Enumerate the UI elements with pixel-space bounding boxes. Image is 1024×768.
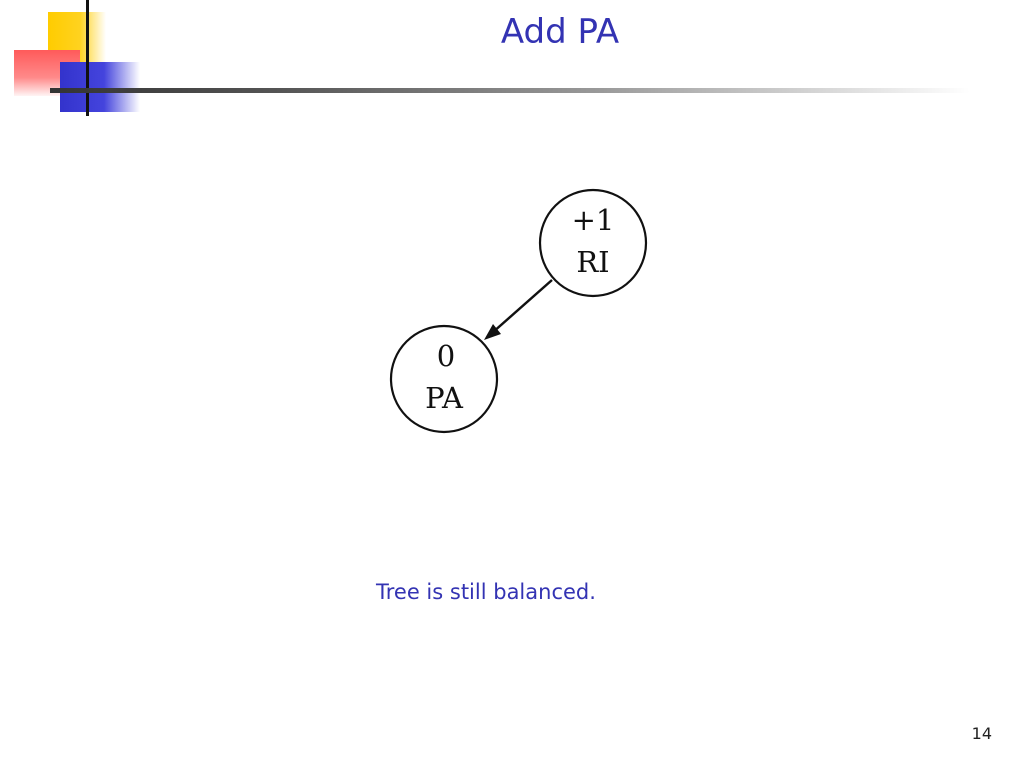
decorative-logo <box>0 0 160 120</box>
logo-vertical-line <box>86 0 89 116</box>
slide-title: Add PA <box>500 12 620 52</box>
node-label-ri: RI <box>576 245 609 279</box>
logo-blue-square <box>60 62 140 112</box>
avl-tree-diagram: +1 RI 0 PA <box>389 188 648 434</box>
slide-caption: Tree is still balanced. <box>376 580 596 604</box>
node-balance-pa: 0 <box>437 339 455 373</box>
node-balance-ri: +1 <box>572 203 615 237</box>
title-underline <box>50 88 970 93</box>
tree-node-ri: +1 RI <box>538 188 648 298</box>
node-circle-ri <box>538 188 648 298</box>
edge-line <box>491 279 553 334</box>
tree-node-pa: 0 PA <box>389 324 499 434</box>
page-number: 14 <box>971 724 992 743</box>
arrow-head-icon <box>484 324 501 340</box>
node-label-pa: PA <box>425 381 464 415</box>
node-circle-pa <box>389 324 499 434</box>
tree-edge-ri-pa <box>484 279 553 340</box>
